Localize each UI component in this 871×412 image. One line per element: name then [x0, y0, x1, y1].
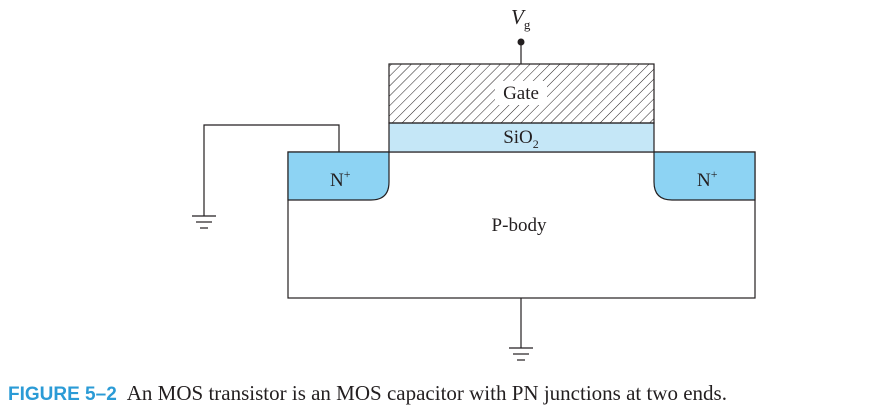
left-n-plus-superscript: +	[344, 167, 351, 181]
gate-voltage-label: Vg	[511, 5, 531, 32]
body-ground-symbol	[509, 347, 533, 361]
left-n-plus-region	[287, 151, 390, 201]
right-n-plus-region	[653, 151, 756, 201]
gate-label-backdrop	[495, 81, 547, 105]
right-n-plus-base: N	[697, 170, 711, 191]
gate-voltage-symbol: V	[511, 5, 526, 29]
oxide-label-base: SiO	[503, 127, 533, 148]
left-ground-wire	[203, 124, 340, 216]
figure-number: FIGURE 5–2	[8, 384, 117, 405]
p-body-label: P-body	[492, 215, 547, 236]
caption-text: An MOS transistor is an MOS capacitor wi…	[126, 381, 727, 405]
oxide-label: SiO2	[503, 127, 539, 151]
left-ground-symbol	[192, 215, 216, 229]
mos-transistor-diagram: Vg Gate SiO2 N+ N+ P-body	[192, 5, 756, 361]
gate-terminal-node	[517, 38, 525, 46]
gate-voltage-subscript: g	[524, 17, 531, 32]
figure-caption: FIGURE 5–2 An MOS transistor is an MOS ca…	[8, 381, 868, 407]
left-n-plus-label: N+	[330, 167, 351, 191]
right-n-plus-superscript: +	[711, 167, 718, 181]
right-n-plus-label: N+	[697, 167, 718, 191]
oxide-label-subscript: 2	[533, 137, 539, 151]
gate-label: Gate	[503, 83, 539, 104]
left-n-plus-base: N	[330, 170, 344, 191]
